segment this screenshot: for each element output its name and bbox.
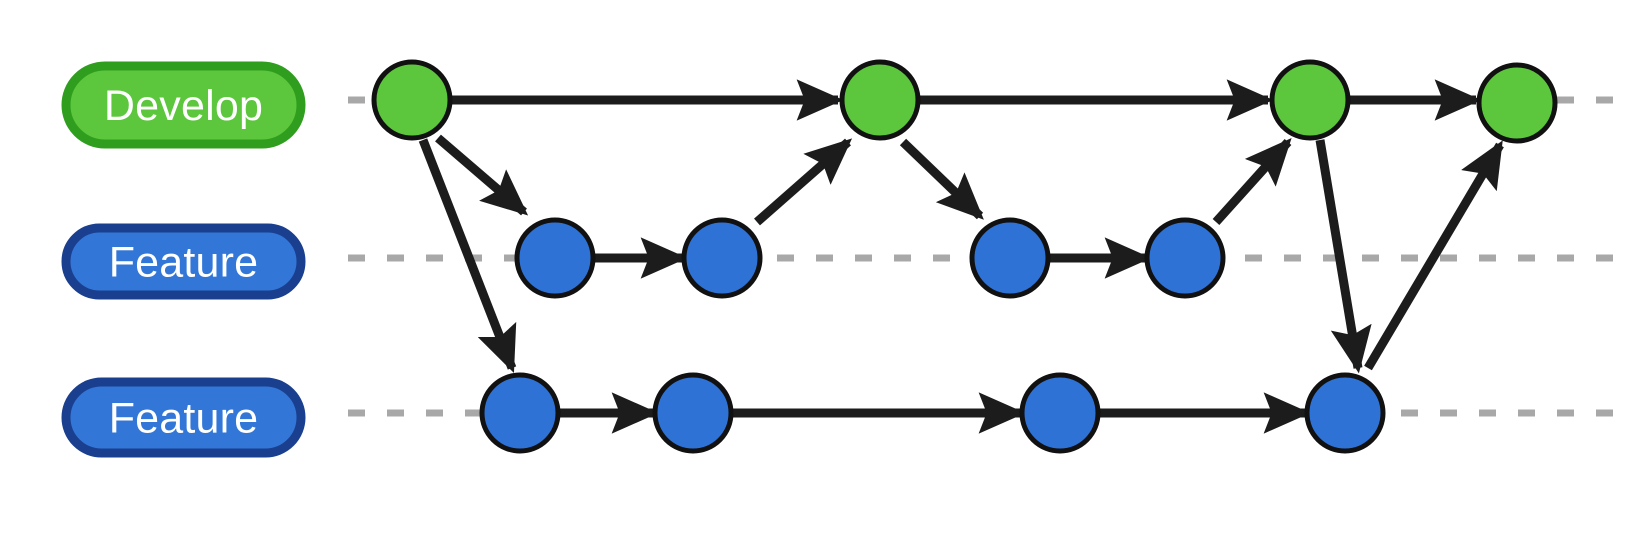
arrow-merge-a-f1b-d2 [754,138,853,226]
branch-pill-body-feature-1 [61,223,306,300]
branch-pill-label-feature-1: Feature [109,239,259,287]
commit-node-d4[interactable] [1476,62,1558,144]
commit-node-f1c[interactable] [969,217,1051,299]
branch-pill-feature-1[interactable]: Feature [61,223,306,300]
commit-node-d1[interactable] [371,59,453,141]
branch-pill-label-develop: Develop [104,82,263,130]
commit-node-d2[interactable] [839,59,921,141]
branch-pill-develop[interactable]: Develop [61,61,306,149]
arrow-branch-off-a-d3-f2d [1315,139,1372,374]
commit-node-layer [371,59,1558,454]
branch-pill-body-develop [61,61,306,149]
arrow-branch-off-a-d1-f2a [418,138,517,374]
branch-pill-body-feature-2 [61,377,306,458]
commit-node-f2b[interactable] [652,372,734,454]
commit-node-d3[interactable] [1269,59,1351,141]
arrow-branch-off-a-d1-f1a [435,134,529,216]
commit-node-f2c[interactable] [1019,372,1101,454]
arrow-layer [418,79,1504,434]
commit-node-f1d[interactable] [1144,217,1226,299]
commit-node-f2a[interactable] [479,372,561,454]
commit-node-f1a[interactable] [514,217,596,299]
arrow-branch-off-a-d2-f1c [899,138,984,220]
branch-pill-feature-2[interactable]: Feature [61,377,306,458]
commit-node-f1b[interactable] [681,217,763,299]
branch-pill-label-feature-2: Feature [109,395,259,443]
arrow-merge-a-f1d-d3 [1212,137,1292,226]
commit-node-f2d[interactable] [1304,372,1386,454]
arrow-merge-a-f2d-d4 [1364,140,1504,371]
